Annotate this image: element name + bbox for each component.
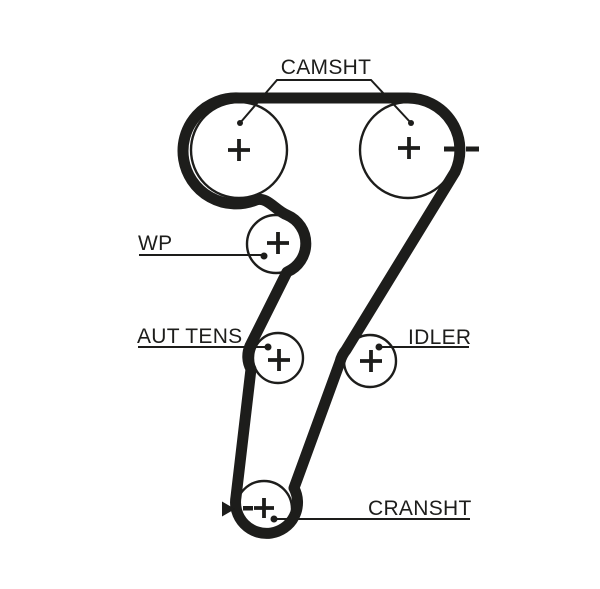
pulley-circles [189, 100, 458, 539]
camshaft-leader-line [239, 79, 412, 124]
timing-belt [177, 92, 466, 539]
camshaft-leader [237, 79, 414, 126]
timing-dash [243, 506, 253, 511]
camshaft-label: CAMSHT [281, 56, 371, 79]
leader-dot [375, 343, 383, 351]
crankshaft-label: CRANSHT [368, 497, 472, 520]
camshaft-left-plus-mark [228, 139, 250, 161]
crankshaft-leader [270, 515, 470, 523]
crankshaft-timing-mark [222, 501, 253, 517]
leader-dot [264, 343, 272, 351]
leader-dot [408, 120, 414, 126]
leader-dot [260, 252, 268, 260]
water-pump-plus-mark [267, 232, 289, 254]
idler-label: IDLER [408, 326, 471, 349]
leader-dot [237, 120, 243, 126]
auto-tensioner-label: AUT TENS [137, 325, 242, 348]
leader-dot [270, 515, 278, 523]
camshaft-right-plus-mark [398, 137, 420, 159]
water-pump-leader [139, 252, 268, 260]
camshaft-right-timing-mark [444, 146, 479, 152]
idler-leader [375, 343, 469, 351]
crankshaft-plus-mark [254, 498, 274, 518]
water-pump-label: WP [138, 232, 172, 255]
idler-plus-mark [360, 350, 382, 372]
pulley-center-marks [228, 137, 420, 518]
timing-dash [466, 146, 479, 152]
timing-dash [444, 146, 457, 152]
auto-tensioner-plus-mark [268, 349, 290, 371]
arrow-right-icon [222, 501, 235, 517]
auto-tensioner-leader [138, 343, 272, 351]
